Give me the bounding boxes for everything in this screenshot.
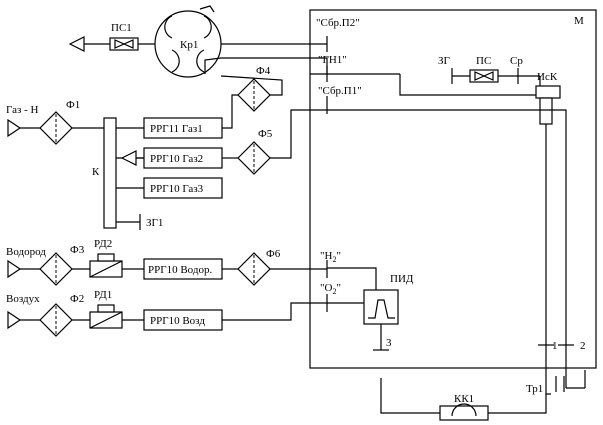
air-label: Воздух xyxy=(6,293,40,305)
hydrogen-label: Водород xyxy=(6,246,46,258)
collector-k-label: К xyxy=(92,166,100,178)
valve-arc-icon xyxy=(203,15,212,39)
line-air-o2 xyxy=(222,302,327,321)
injector-isk-body xyxy=(539,97,553,125)
rrg-gas3-label: РРГ10 Газ3 xyxy=(150,183,204,195)
regulator-rd1-label: РД1 xyxy=(94,289,112,301)
filter-f2-label: Ф2 xyxy=(70,293,84,305)
port1-label: 1 xyxy=(552,340,558,352)
restrictor-ps1-icon xyxy=(114,39,134,49)
zg1-label: ЗГ1 xyxy=(146,217,163,229)
column-kk1-icon xyxy=(451,403,477,417)
valve-arc-icon xyxy=(164,15,173,39)
valve-handle-icon xyxy=(199,5,215,13)
port3-label: 3 xyxy=(386,337,392,349)
rrg-gas2-label: РРГ10 Газ2 xyxy=(150,153,203,165)
rotary-valve-kr1-label: Кр1 xyxy=(180,39,198,51)
restrictor-ps-label: ПС xyxy=(476,55,491,67)
tr1-label: Тр1 xyxy=(526,383,543,395)
line-h2-pid xyxy=(327,267,377,290)
filter-f6-label: Ф6 xyxy=(266,248,281,260)
zg-label: ЗГ xyxy=(438,55,450,67)
enclosure-m-label: М xyxy=(574,15,584,27)
port-sbr-p1-label: "Сбр.П1" xyxy=(318,85,362,97)
line-gn1-isk xyxy=(399,74,536,96)
detector-pid xyxy=(363,289,399,325)
port2-label: 2 xyxy=(580,340,586,352)
filter-f3-label: Ф3 xyxy=(70,244,85,256)
collector-k xyxy=(103,117,117,229)
enclosure-m xyxy=(309,9,597,369)
line-kk1-right xyxy=(488,394,547,414)
port-gn1-label: "ГН1" xyxy=(318,54,347,66)
gas2-exhaust-arrow-icon xyxy=(120,150,137,166)
air-inlet-icon xyxy=(7,310,22,330)
detector-pid-label: ПИД xyxy=(390,273,414,285)
restrictor-ps-icon xyxy=(474,71,494,81)
column-kk1 xyxy=(439,405,489,421)
exhaust-arrow-icon xyxy=(68,36,85,52)
gas-n-label: Газ - Н xyxy=(6,104,38,116)
filter-f5-label: Ф5 xyxy=(258,128,273,140)
regulator-rd1-icon xyxy=(89,311,123,329)
regulator-rd2-label: РД2 xyxy=(94,238,112,250)
gas-n-inlet-icon xyxy=(7,118,22,138)
column-kk1-label: КК1 xyxy=(454,393,474,405)
valve-arc-icon xyxy=(171,49,180,73)
rrg-gas1-label: РРГ11 Газ1 xyxy=(150,123,203,135)
restrictor-ps1-label: ПС1 xyxy=(111,22,132,34)
injector-isk xyxy=(535,85,561,99)
port-sbr-p2-label: "Сбр.П2" xyxy=(316,17,360,29)
sr-label: Ср xyxy=(510,55,523,67)
rrg-vozd-label: РРГ10 Возд xyxy=(150,315,205,327)
column-return-line xyxy=(556,109,567,345)
hydrogen-inlet-icon xyxy=(7,259,22,279)
port-o2-label: "O2" xyxy=(320,282,341,296)
filter-f1-label: Ф1 xyxy=(66,99,80,111)
rrg-gas3 xyxy=(143,177,223,199)
line-kk1-left xyxy=(380,378,440,414)
injector-isk-label: ИсК xyxy=(537,71,558,83)
filter-f4-label: Ф4 xyxy=(256,65,271,77)
pid-flame-icon xyxy=(368,299,395,319)
regulator-rd2-icon xyxy=(89,260,123,278)
valve-arc-icon xyxy=(196,49,205,73)
rrg-vodor-label: РРГ10 Водор. xyxy=(148,264,212,276)
port-h2-label: "H2" xyxy=(320,250,341,264)
